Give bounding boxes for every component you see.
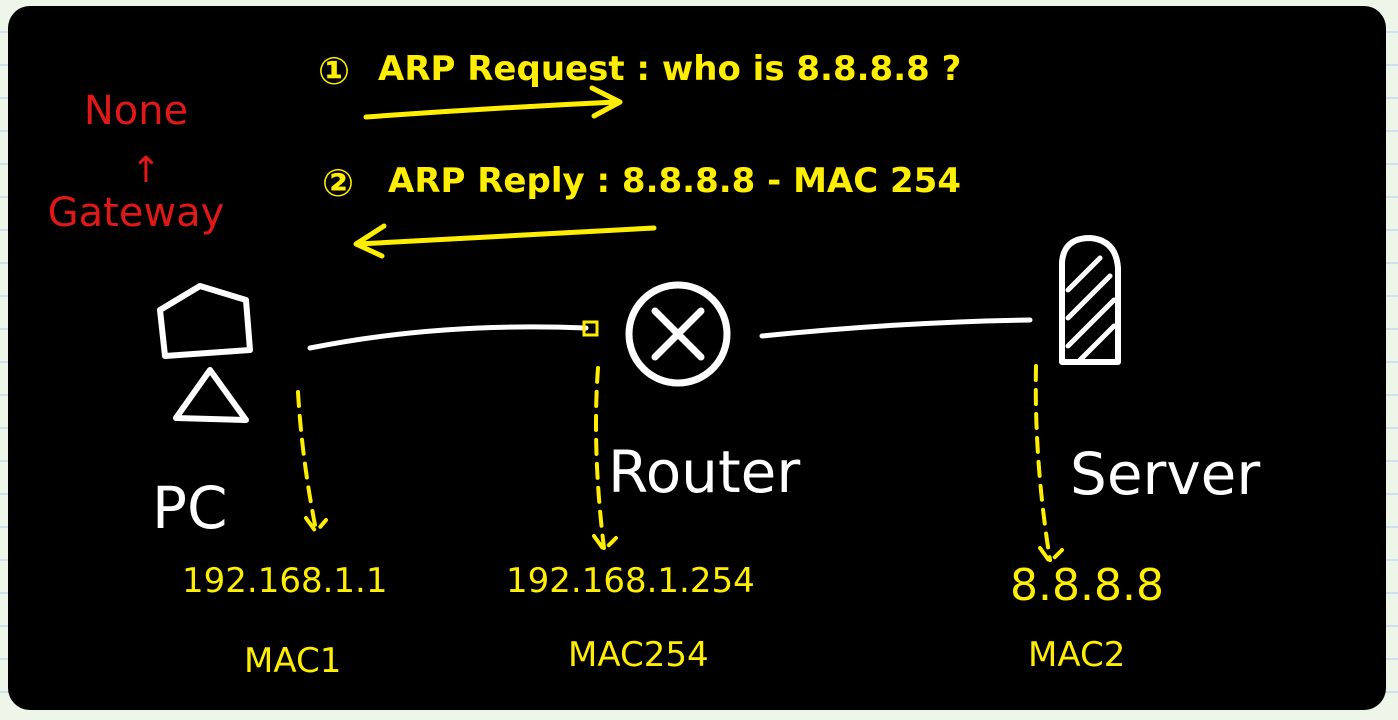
router-mac: MAC254 (568, 635, 709, 675)
gateway-value: None (84, 88, 188, 134)
server-icon (1059, 235, 1121, 365)
server-stripes (1065, 255, 1117, 363)
server-label: Server (1070, 440, 1260, 508)
gateway-note: None ↑ Gateway (48, 88, 225, 236)
router-ip: 192.168.1.254 (506, 561, 755, 601)
router-device: Router 192.168.1.254 MAC254 (506, 281, 800, 675)
arp-request-step: ① ARP Request : who is 8.8.8.8 ? (318, 49, 961, 120)
gateway-arrow: ↑ (131, 150, 161, 191)
router-label: Router (608, 438, 800, 506)
arp-request-text: ARP Request : who is 8.8.8.8 ? (378, 49, 961, 89)
server-ip: 8.8.8.8 (1010, 560, 1164, 611)
link-router-server (759, 317, 1033, 339)
pc-monitor (157, 283, 253, 359)
router-port-marker (582, 320, 599, 337)
arp-reply-arrow (353, 223, 657, 259)
diagram-board (8, 6, 1386, 710)
server-body (1059, 235, 1121, 365)
server-mac: MAC2 (1028, 635, 1125, 675)
gateway-label: Gateway (48, 190, 225, 236)
arp-reply-text: ARP Reply : 8.8.8.8 - MAC 254 (388, 161, 961, 201)
pc-device: PC 192.168.1.1 MAC1 (152, 283, 387, 681)
pc-mac: MAC1 (244, 641, 341, 681)
router-icon (625, 281, 731, 387)
pc-address-arrow (296, 390, 328, 536)
router-cross (651, 307, 705, 361)
link-pc-router (307, 324, 589, 351)
server-address-arrow (1033, 364, 1064, 566)
router-circle (625, 281, 731, 387)
arp-reply-step: ② ARP Reply : 8.8.8.8 - MAC 254 (322, 161, 961, 259)
pc-label: PC (152, 474, 227, 542)
pc-stand (173, 367, 249, 423)
step-2-number: ② (322, 161, 354, 205)
step-1-number: ① (318, 49, 350, 93)
router-address-arrow (592, 366, 618, 554)
pc-ip: 192.168.1.1 (182, 561, 387, 601)
pc-icon (157, 283, 253, 423)
arp-request-arrow (363, 85, 623, 120)
server-device: Server 8.8.8.8 MAC2 (1010, 235, 1260, 675)
